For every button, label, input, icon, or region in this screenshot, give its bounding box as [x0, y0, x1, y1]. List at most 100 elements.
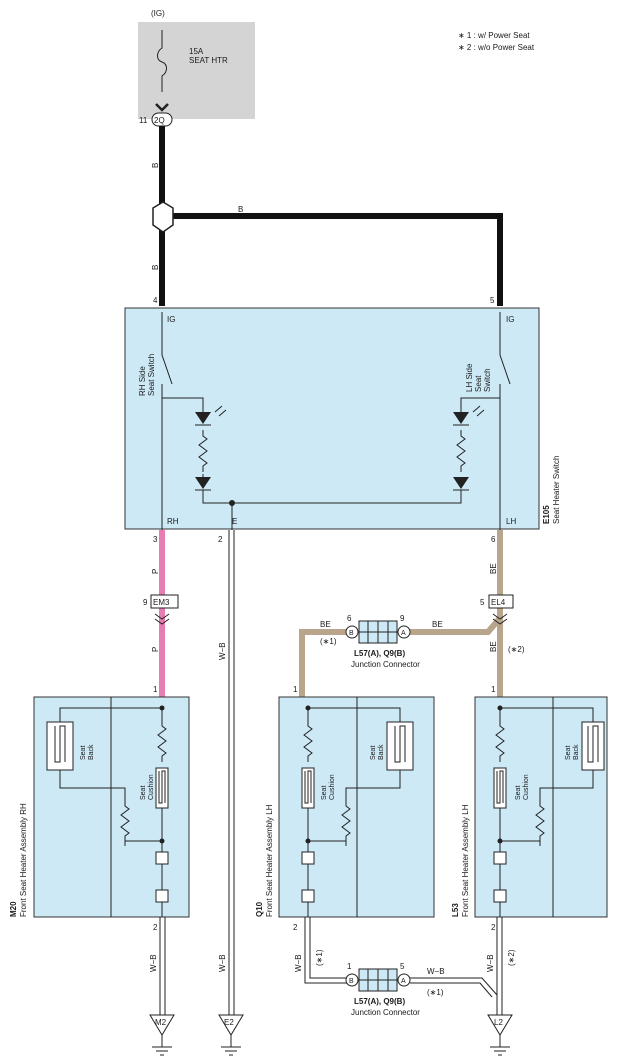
m20-seat-back: SeatBack [80, 744, 95, 760]
wire-color-wb-jb: W−B [427, 967, 445, 976]
fuse-connector-label: 2Q [154, 116, 165, 125]
rh-wire: 3 P P EM3 9 1 [143, 530, 179, 697]
wire-color-be3: BE [320, 620, 331, 629]
fuse-symbol [157, 30, 167, 92]
connector-el4-label: EL4 [491, 598, 506, 607]
pin-lh: 6 [491, 535, 496, 544]
connector-em3-label: EM3 [153, 598, 170, 607]
ig-wires: B B B [151, 126, 503, 306]
ig-label-right: IG [506, 315, 514, 324]
diode-lh [453, 477, 469, 489]
wire-color-wb2: W−B [218, 954, 227, 972]
fuse-source: (IG) [151, 9, 165, 18]
ground-l2: L2 [494, 1018, 503, 1027]
pin-q10-top: 1 [293, 685, 298, 694]
q10-seat-back: SeatBack [370, 744, 385, 760]
switch-code: E105 [542, 505, 551, 524]
note-jb-1: (∗1) [315, 949, 324, 966]
jb-subtitle: Junction Connector [351, 1008, 420, 1017]
fuse-pin: 11 [139, 116, 148, 125]
jt-pin-b: 6 [347, 614, 352, 623]
chevron-down-icon [492, 613, 508, 625]
m20-pin-bottom: 2 [153, 923, 158, 932]
rh-label: RH [167, 517, 179, 526]
l53-code: L53 [451, 903, 460, 917]
q10-seat-cushion: SeatCushion [321, 774, 336, 800]
lh-wire: 6 BE BE EL4 5 (∗2) BE (∗1) BE 1 1 [293, 530, 525, 697]
junction-connector-top: B A 6 9 L57(A), Q9(B) Junction Connector [345, 614, 420, 669]
jb-b: B [349, 978, 354, 985]
l53-seat-cushion: SeatCushion [515, 774, 530, 800]
fuse-rating: 15A [189, 47, 204, 56]
jb-title: L57(A), Q9(B) [354, 997, 405, 1006]
connector-em3 [150, 594, 179, 609]
wire-color-p2: P [151, 647, 160, 652]
jt-title: L57(A), Q9(B) [354, 649, 405, 658]
pin-e: 2 [218, 535, 223, 544]
wire-color-wb-l53: W−B [486, 954, 495, 972]
connector-em3-pin: 9 [143, 598, 148, 607]
lh-label: LH [506, 517, 516, 526]
heater-l53: SeatBack SeatCushion L53 Front Seat Heat… [451, 696, 608, 1056]
pin-ig-left: 4 [153, 296, 158, 305]
pin-m20-top: 1 [153, 685, 158, 694]
e-wire: 2 W−B W−B E2 [218, 530, 244, 1056]
connector-el4-pin: 5 [480, 598, 485, 607]
wire-color-p1: P [151, 569, 160, 574]
q10-name: Front Seat Heater Assembly LH [265, 804, 274, 917]
note-jt-1: (∗1) [320, 637, 337, 646]
switch-name: Seat Heater Switch [552, 456, 561, 524]
ground-e2: E2 [224, 1018, 234, 1027]
chevron-down-icon [154, 613, 170, 625]
ground-m2: M2 [155, 1018, 167, 1027]
m20-code: M20 [9, 901, 18, 917]
m20-name: Front Seat Heater Assembly RH [19, 803, 28, 917]
l53-seat-back: SeatBack [565, 744, 580, 760]
wire-color-be1: BE [489, 563, 498, 574]
l53-pin-bottom: 2 [491, 923, 496, 932]
wire-color-b3: B [238, 205, 243, 214]
wire-color-be4: BE [432, 620, 443, 629]
jb-a: A [401, 978, 406, 985]
heater-m20: SeatBack SeatCushion M20 Front Seat Heat… [9, 696, 190, 1056]
note-jb-mid: (∗1) [427, 988, 444, 997]
wire-color-wb-m20: W−B [149, 954, 158, 972]
note-2: ∗ 2 : w/o Power Seat [458, 43, 535, 52]
note-l53-2: (∗2) [507, 949, 516, 966]
fuse-block: (IG) 15A SEAT HTR 2Q 11 [138, 9, 255, 127]
led-lh [453, 412, 469, 424]
ig-label-left: IG [167, 315, 175, 324]
q10-pin-bottom: 2 [293, 923, 298, 932]
wire-color-wb1: W−B [218, 642, 227, 660]
e-label: E [232, 517, 237, 526]
wire-color-wb-q10: W−B [294, 954, 303, 972]
l53-name: Front Seat Heater Assembly LH [461, 804, 470, 917]
jt-pin-a: 9 [400, 614, 405, 623]
connector-el4 [488, 594, 514, 609]
note-1: ∗ 1 : w/ Power Seat [458, 31, 530, 40]
wire-color-be2: BE [489, 641, 498, 652]
fuse-name: SEAT HTR [189, 56, 228, 65]
rh-switch-label: RH SideSeat Switch [138, 354, 156, 396]
wire-color-b2: B [151, 265, 160, 270]
jt-b: B [349, 630, 354, 637]
m20-seat-cushion: SeatCushion [140, 774, 155, 800]
lh-switch-label: LH SideSeatSwitch [465, 363, 492, 392]
led-rh [195, 412, 211, 424]
jb-pin-b: 1 [347, 962, 352, 971]
pin-ig-right: 5 [490, 296, 495, 305]
note-lh-2: (∗2) [508, 645, 525, 654]
jt-a: A [401, 630, 406, 637]
jt-subtitle: Junction Connector [351, 660, 420, 669]
jb-pin-a: 5 [400, 962, 405, 971]
pin-rh: 3 [153, 535, 158, 544]
seat-heater-switch: 4 5 IG IG RH E LH E105 Seat Heater Switc… [124, 296, 561, 530]
junction-connector-bottom: W−B (∗1) W−B (∗1) B A 1 5 L57(A), Q9(B) … [294, 917, 498, 1017]
splice-point [152, 201, 174, 233]
wire-color-b1: B [151, 163, 160, 168]
q10-code: Q10 [255, 901, 264, 917]
connector-arrow-icon [155, 103, 169, 112]
pin-l53-top: 1 [491, 685, 496, 694]
heater-q10: SeatBack SeatCushion Q10 Front Seat Heat… [255, 696, 435, 932]
